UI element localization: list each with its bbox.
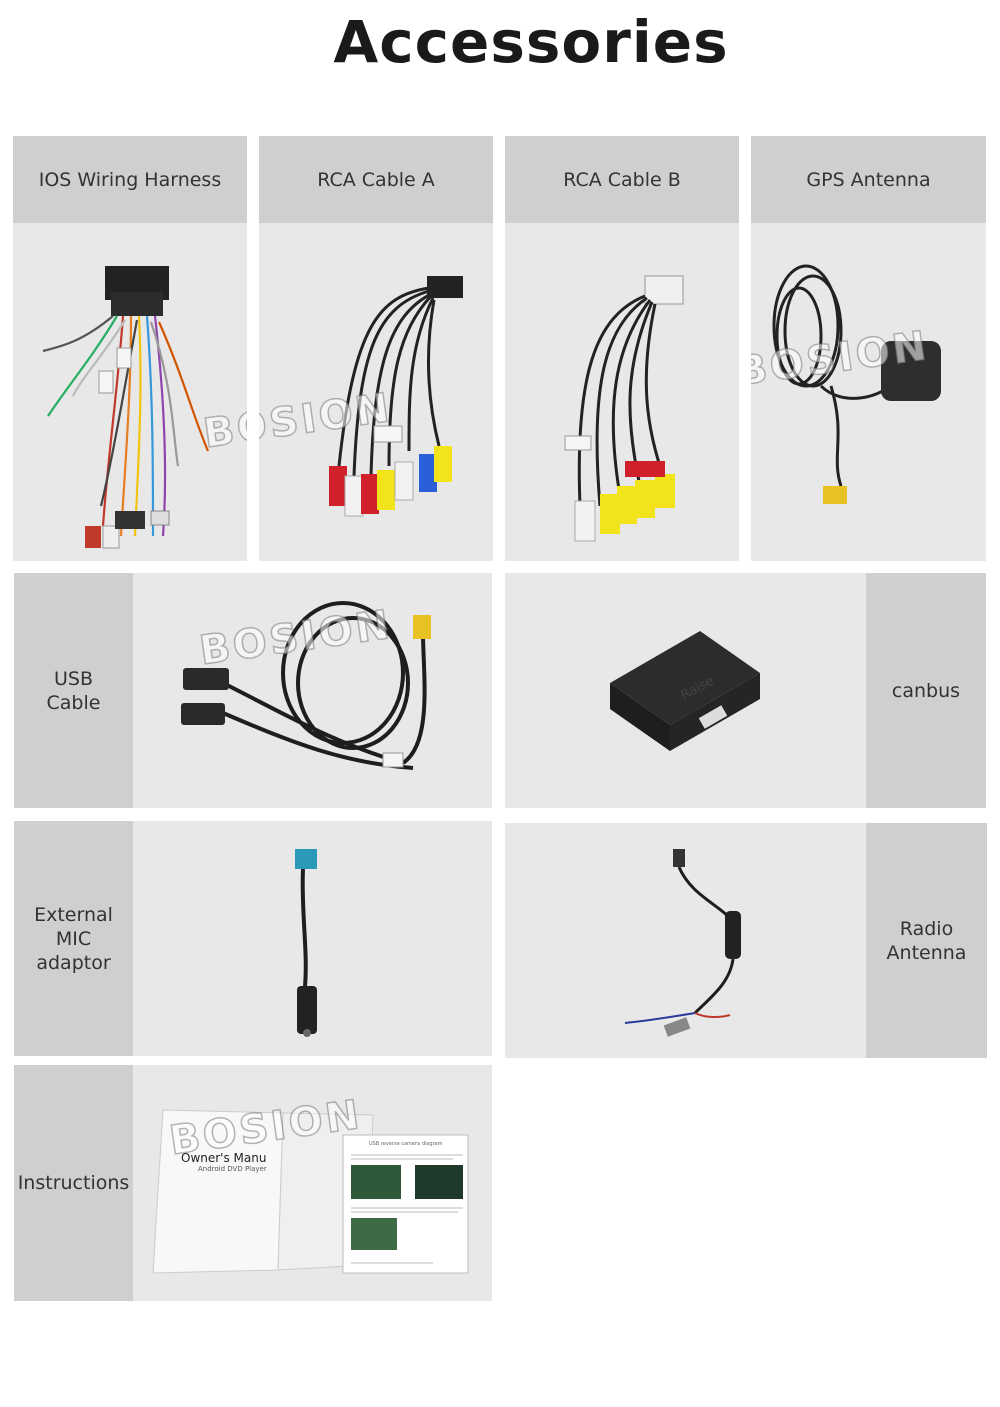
rca-cable-b-image (505, 236, 739, 561)
tile-label: IOS Wiring Harness (38, 168, 222, 191)
tile-label: RCA Cable B (563, 168, 681, 191)
tile-usb-cable: USB Cable BOSION (14, 573, 492, 808)
tile-label: RCA Cable A (317, 168, 435, 191)
canbus-box-image (505, 573, 866, 808)
radio-antenna-image (505, 823, 866, 1058)
caption-bar: Radio Antenna (866, 823, 987, 1058)
tile-label: Radio Antenna (886, 917, 967, 964)
caption-bar: GPS Antenna (751, 136, 986, 223)
page-title: Accessories (333, 8, 729, 76)
tile-label: Instructions (17, 1172, 130, 1194)
tile-external-mic-adaptor: External MIC adaptor (14, 821, 492, 1056)
tile-gps-antenna: GPS Antenna BOSION (751, 136, 986, 561)
usb-cable-image (133, 573, 492, 808)
tile-label: USB Cable (46, 667, 101, 714)
manual-cover-title: Owner's Manu (181, 1151, 267, 1165)
tile-label: GPS Antenna (806, 168, 931, 191)
tile-label: canbus (891, 679, 961, 702)
caption-bar: canbus (866, 573, 986, 808)
tile-label: External MIC adaptor (34, 903, 113, 974)
manual-diagram-title: USB reverse camera diagram (369, 1141, 443, 1147)
mic-adaptor-image (133, 821, 492, 1056)
tile-rca-cable-a: RCA Cable A BOSION (259, 136, 493, 561)
gps-antenna-image (751, 236, 986, 561)
wiring-harness-image (13, 236, 247, 561)
tile-rca-cable-b: RCA Cable B (505, 136, 739, 561)
instructions-image (133, 1065, 492, 1301)
caption-bar: Instructions (14, 1065, 133, 1301)
tile-ios-wiring-harness: IOS Wiring Harness (13, 136, 247, 561)
caption-bar: RCA Cable B (505, 136, 739, 223)
rca-cable-a-image (259, 236, 493, 561)
caption-bar: External MIC adaptor (14, 821, 133, 1056)
tile-canbus: canbus Raise (505, 573, 986, 808)
manual-cover-subtitle: Android DVD Player (198, 1165, 267, 1173)
caption-bar: RCA Cable A (259, 136, 493, 223)
tile-radio-antenna: Radio Antenna (505, 823, 987, 1058)
tile-instructions: Instructions Owner's Manu Android DVD Pl… (14, 1065, 492, 1301)
caption-bar: IOS Wiring Harness (13, 136, 247, 223)
caption-bar: USB Cable (14, 573, 133, 808)
